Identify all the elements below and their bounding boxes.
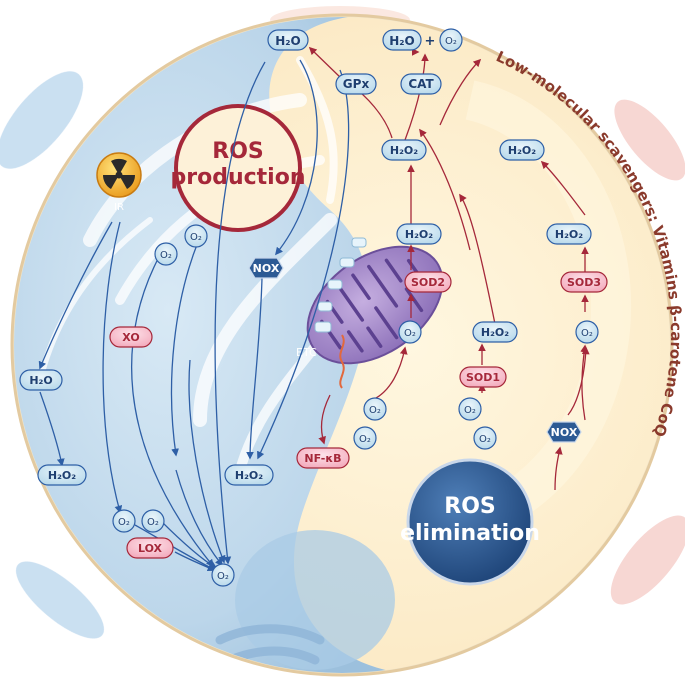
node-xo: XO xyxy=(109,326,153,348)
etc-label: ETC xyxy=(296,346,317,359)
svg-text:H₂O₂: H₂O₂ xyxy=(48,469,76,482)
svg-text:H₂O₂: H₂O₂ xyxy=(555,228,583,241)
node-o2-lox2: O₂ xyxy=(141,509,165,533)
node-h2o-top: H₂O xyxy=(267,29,309,51)
node-h2o2-mid: H₂O₂ xyxy=(224,464,274,486)
node-o2-lox1: O₂ xyxy=(112,509,136,533)
node-h2o2-left: H₂O₂ xyxy=(37,464,87,486)
svg-text:O₂: O₂ xyxy=(369,405,381,416)
svg-text:H₂O₂: H₂O₂ xyxy=(390,144,418,157)
svg-text:GPx: GPx xyxy=(343,77,370,91)
svg-text:O₂: O₂ xyxy=(359,434,371,445)
svg-text:NOX: NOX xyxy=(551,426,578,439)
svg-text:SOD1: SOD1 xyxy=(466,371,500,384)
svg-text:O₂: O₂ xyxy=(581,328,593,339)
node-sod1: SOD1 xyxy=(459,366,507,388)
svg-text:H₂O₂: H₂O₂ xyxy=(481,326,509,339)
node-o2-p2: O₂ xyxy=(154,242,178,266)
node-gpx: GPx xyxy=(335,73,377,95)
svg-text:O₂: O₂ xyxy=(147,517,159,528)
node-nox-right: NOX xyxy=(546,421,582,443)
svg-text:O₂: O₂ xyxy=(404,328,416,339)
etc-complexes xyxy=(314,237,367,333)
svg-text:NF-κB: NF-κB xyxy=(304,452,341,465)
node-nox-left: NOX xyxy=(248,257,284,279)
node-o2-e4: O₂ xyxy=(473,426,497,450)
node-h2o2-center-top: H₂O₂ xyxy=(381,139,427,161)
svg-text:SOD3: SOD3 xyxy=(567,276,601,289)
node-o2-p1: O₂ xyxy=(184,224,208,248)
node-sod2: SOD2 xyxy=(404,271,452,293)
svg-text:H₂O₂: H₂O₂ xyxy=(508,144,536,157)
ir-label: IR xyxy=(114,202,124,213)
svg-text:H₂O: H₂O xyxy=(389,34,415,48)
node-o2-cat: O₂ xyxy=(439,28,463,52)
svg-text:O₂: O₂ xyxy=(445,36,457,47)
node-o2-sod3: O₂ xyxy=(575,320,599,344)
production-title-line2: production xyxy=(171,165,306,190)
svg-text:O₂: O₂ xyxy=(464,405,476,416)
elimination-title-line1: ROS xyxy=(444,494,496,519)
svg-text:CAT: CAT xyxy=(408,77,434,91)
svg-text:O₂: O₂ xyxy=(479,434,491,445)
node-h2o-cat: H₂O xyxy=(382,29,422,51)
svg-text:NOX: NOX xyxy=(253,262,280,275)
svg-text:O₂: O₂ xyxy=(160,250,172,261)
svg-text:H₂O: H₂O xyxy=(275,34,301,48)
node-o2-bottom: O₂ xyxy=(211,563,235,587)
elimination-arrows xyxy=(308,46,590,491)
node-h2o-left: H₂O xyxy=(19,369,63,391)
ros-elimination-badge: ROS elimination xyxy=(400,458,540,586)
radiation-icon xyxy=(96,152,142,198)
node-o2-mito: O₂ xyxy=(398,320,422,344)
svg-text:O₂: O₂ xyxy=(217,571,229,582)
elimination-title-line2: elimination xyxy=(400,521,540,546)
nucleus-shape xyxy=(235,530,395,670)
svg-text:XO: XO xyxy=(122,331,139,344)
node-sod3: SOD3 xyxy=(560,271,608,293)
plus-sign: + xyxy=(425,34,436,49)
svg-text:SOD2: SOD2 xyxy=(411,276,445,289)
ros-production-badge: ROS production xyxy=(171,104,306,232)
svg-text:LOX: LOX xyxy=(138,542,163,555)
node-h2o2-mito: H₂O₂ xyxy=(396,223,442,245)
svg-text:H₂O: H₂O xyxy=(29,374,52,387)
node-o2-e3: O₂ xyxy=(353,426,377,450)
node-h2o2-right-mid: H₂O₂ xyxy=(546,223,592,245)
svg-text:O₂: O₂ xyxy=(190,232,202,243)
node-h2o2-right-top: H₂O₂ xyxy=(499,139,545,161)
svg-text:H₂O₂: H₂O₂ xyxy=(235,469,263,482)
node-o2-e2: O₂ xyxy=(458,397,482,421)
production-arrows xyxy=(38,59,350,572)
node-nfkb: NF-κB xyxy=(296,447,350,469)
dna-strand xyxy=(339,334,345,389)
node-cat: CAT xyxy=(400,73,442,95)
node-h2o2-sod1: H₂O₂ xyxy=(472,321,518,343)
svg-text:O₂: O₂ xyxy=(118,517,130,528)
svg-text:H₂O₂: H₂O₂ xyxy=(405,228,433,241)
node-lox: LOX xyxy=(126,537,174,559)
node-o2-e1: O₂ xyxy=(363,397,387,421)
production-title-line1: ROS xyxy=(212,139,264,164)
